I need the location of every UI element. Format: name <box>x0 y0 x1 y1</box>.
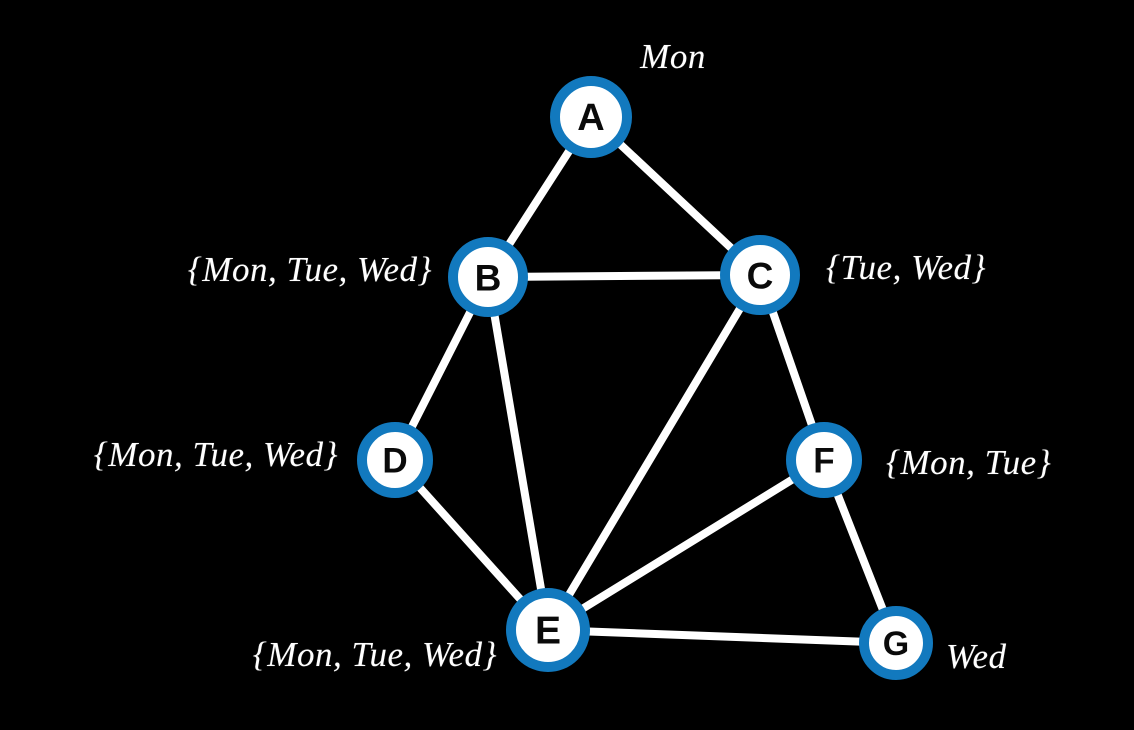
node-label-a: A <box>577 97 604 139</box>
node-b[interactable]: B <box>448 237 528 317</box>
node-circle-e <box>506 588 590 672</box>
edge-b-e <box>484 273 552 634</box>
node-e[interactable]: E <box>506 588 590 672</box>
node-circle-f <box>786 422 862 498</box>
edge-e-f <box>544 456 828 634</box>
node-label-b: B <box>475 258 502 299</box>
edge-b-c <box>484 271 764 281</box>
node-label-d: D <box>382 442 407 481</box>
domain-label-d: {Mon, Tue, Wed} <box>93 435 338 474</box>
edges-group <box>391 113 900 647</box>
node-circle-a <box>550 76 632 158</box>
node-circle-c <box>720 235 800 315</box>
node-d[interactable]: D <box>357 422 433 498</box>
domain-label-f: {Mon, Tue} <box>886 443 1052 482</box>
node-circle-d <box>357 422 433 498</box>
domain-label-b: {Mon, Tue, Wed} <box>187 250 432 289</box>
domain-label-e: {Mon, Tue, Wed} <box>252 635 497 674</box>
nodes-group: A B C D E F G <box>357 76 933 680</box>
node-label-g: G <box>883 625 909 663</box>
node-c[interactable]: C <box>720 235 800 315</box>
node-label-f: F <box>813 442 834 481</box>
node-label-e: E <box>535 610 561 653</box>
node-label-c: C <box>747 256 774 297</box>
node-g[interactable]: G <box>859 606 933 680</box>
edge-c-e <box>544 271 764 634</box>
node-circle-g <box>859 606 933 680</box>
node-circle-b <box>448 237 528 317</box>
domain-label-a: Mon <box>640 37 706 76</box>
edge-e-g <box>544 626 900 647</box>
node-f[interactable]: F <box>786 422 862 498</box>
node-a[interactable]: A <box>550 76 632 158</box>
domain-label-c: {Tue, Wed} <box>826 248 987 287</box>
domain-label-g: Wed <box>946 637 1007 676</box>
